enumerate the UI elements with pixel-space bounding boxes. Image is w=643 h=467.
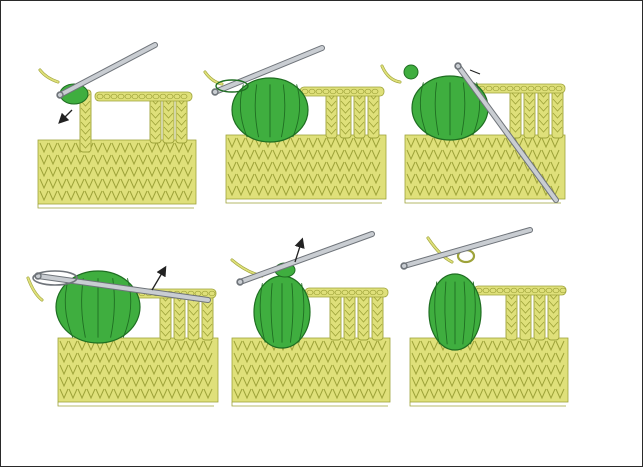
post-stitch bbox=[534, 290, 545, 340]
post-stitch bbox=[548, 290, 559, 340]
post-stitch bbox=[176, 95, 187, 143]
post-stitch bbox=[506, 290, 517, 340]
fabric-edge bbox=[410, 402, 566, 406]
yarn-loop bbox=[404, 65, 418, 79]
post-stitch bbox=[326, 90, 337, 138]
hook-shaft bbox=[60, 45, 155, 95]
fabric-edge bbox=[58, 402, 214, 406]
fabric-edge bbox=[38, 204, 194, 208]
post-stitch bbox=[358, 292, 369, 340]
hook-shaft bbox=[404, 230, 530, 266]
post-stitch bbox=[372, 292, 383, 340]
post-stitch bbox=[524, 88, 535, 138]
step-3-panel bbox=[382, 63, 565, 203]
post-stitch bbox=[510, 88, 521, 138]
post-stitch bbox=[150, 95, 161, 143]
chain-row bbox=[300, 87, 384, 96]
chain-row bbox=[470, 84, 565, 93]
step-6-panel bbox=[401, 230, 568, 406]
post-stitch bbox=[538, 88, 549, 138]
post-stitch bbox=[163, 95, 174, 143]
step-2-panel bbox=[205, 48, 386, 203]
chain-row bbox=[95, 92, 192, 101]
step-4-panel bbox=[28, 268, 218, 406]
post-stitch bbox=[340, 90, 351, 138]
post-stitch bbox=[520, 290, 531, 340]
chain-row bbox=[305, 288, 388, 297]
post-stitch bbox=[552, 88, 563, 138]
post-stitch bbox=[330, 292, 341, 340]
fabric-edge bbox=[232, 402, 388, 406]
yarn-tick bbox=[470, 70, 480, 74]
direction-arrow bbox=[152, 268, 165, 290]
post-stitch bbox=[368, 90, 379, 138]
direction-arrow bbox=[60, 110, 72, 122]
post-stitch bbox=[354, 90, 365, 138]
fabric-edge bbox=[226, 199, 382, 203]
hook-shaft bbox=[240, 234, 372, 282]
yarn-tail bbox=[382, 66, 400, 82]
step-1-panel bbox=[38, 45, 196, 208]
post-stitch bbox=[344, 292, 355, 340]
step-5-panel bbox=[232, 234, 390, 406]
fabric-edge bbox=[405, 199, 561, 203]
post-stitch bbox=[160, 292, 171, 340]
